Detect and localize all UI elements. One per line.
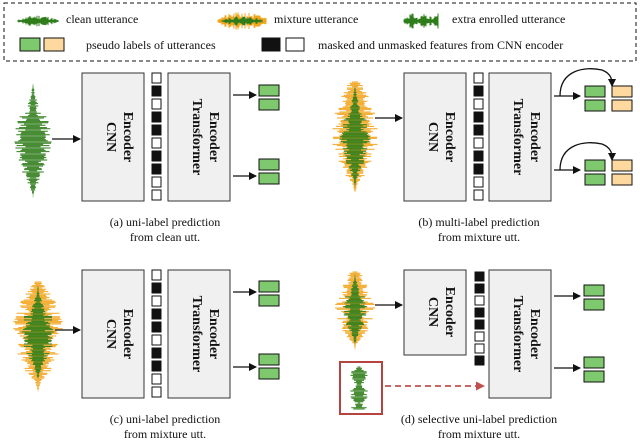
panel-a: CNN Encoder Transformer Encoder (a) uni-…: [14, 72, 280, 244]
transformer-encoder-box: [167, 269, 231, 399]
legend-pseudo-label-icon: [19, 37, 65, 52]
enrolled-waveform: [350, 366, 368, 410]
pseudo-label-pair: [583, 356, 605, 383]
curved-arrow: [559, 142, 616, 171]
cnn-encoder-box: [403, 72, 467, 202]
cnn-encoder-label-1: CNN: [103, 319, 118, 349]
caption-c-line2: from mixture utt.: [124, 427, 206, 441]
pseudo-label-quad: [584, 85, 633, 112]
cnn-encoder-box: [403, 269, 467, 356]
caption-a-line1: (a) uni-label prediction: [110, 215, 221, 229]
cnn-encoder-box: [81, 269, 145, 399]
transformer-encoder-label-2: Encoder: [206, 309, 221, 360]
mixture-waveform: [13, 281, 63, 392]
transformer-encoder-box: [167, 72, 231, 202]
panel-b: CNN Encoder Transformer Encoder (b) mult…: [332, 68, 633, 244]
mixture-waveform: [335, 271, 375, 350]
cnn-encoder-label-2: Encoder: [120, 112, 135, 163]
panel-c: CNN Encoder Transformer Encoder (c) uni-…: [13, 269, 280, 441]
feature-column: [473, 72, 484, 201]
legend-clean-wave-icon: [17, 15, 59, 27]
caption-c-line1: (c) uni-label prediction: [110, 412, 221, 426]
legend-pseudo-label: pseudo labels of utterances: [86, 38, 216, 52]
transformer-encoder-label-2: Encoder: [527, 309, 542, 360]
caption-a-line2: from clean utt.: [130, 230, 200, 244]
feature-column: [151, 72, 162, 201]
transformer-encoder-label-2: Encoder: [206, 112, 221, 163]
cnn-encoder-label-2: Encoder: [442, 112, 457, 163]
cnn-encoder-label-1: CNN: [425, 122, 440, 152]
legend-mixture-wave-icon: [217, 12, 267, 30]
pseudo-label-pair: [258, 353, 280, 380]
legend-clean-label: clean utterance: [66, 12, 138, 26]
cnn-encoder-label-1: CNN: [425, 297, 440, 327]
transformer-encoder-label-1: Transformer: [189, 99, 204, 176]
legend-enrolled-label: extra enrolled utterance: [452, 12, 565, 26]
mixture-waveform: [332, 81, 378, 193]
legend-mixture-label: mixture utterance: [274, 12, 358, 26]
cnn-encoder-box: [81, 72, 145, 202]
pseudo-label-pair: [258, 84, 280, 111]
pseudo-label-pair: [583, 284, 605, 311]
feature-column: [474, 271, 485, 366]
transformer-encoder-label-2: Encoder: [527, 112, 542, 163]
legend-masked-label: masked and unmasked features from CNN en…: [318, 38, 563, 52]
caption-d-line2: from mixture utt.: [438, 427, 520, 441]
caption-d-line1: (d) selective uni-label prediction: [401, 412, 557, 426]
pseudo-label-pair: [258, 280, 280, 307]
transformer-encoder-box: [488, 72, 552, 202]
cnn-encoder-label-2: Encoder: [442, 287, 457, 338]
caption-b-line2: from mixture utt.: [438, 230, 520, 244]
transformer-encoder-label-1: Transformer: [510, 296, 525, 373]
caption-b-line1: (b) multi-label prediction: [418, 215, 539, 229]
clean-waveform: [14, 83, 52, 198]
legend-box: [3, 2, 637, 62]
transformer-encoder-label-1: Transformer: [189, 296, 204, 373]
pseudo-label-pair: [258, 158, 280, 185]
curved-arrow: [559, 68, 616, 97]
cnn-encoder-label-1: CNN: [103, 122, 118, 152]
feature-column: [151, 269, 162, 398]
panel-d: CNN Encoder Transformer Encoder (d) sele…: [335, 269, 605, 441]
transformer-encoder-box: [488, 269, 552, 399]
transformer-encoder-label-1: Transformer: [510, 99, 525, 176]
legend-enrolled-wave-icon: [403, 13, 439, 29]
pseudo-label-quad: [584, 159, 633, 186]
legend-masked-feature-icon: [261, 37, 305, 52]
cnn-encoder-label-2: Encoder: [120, 309, 135, 360]
